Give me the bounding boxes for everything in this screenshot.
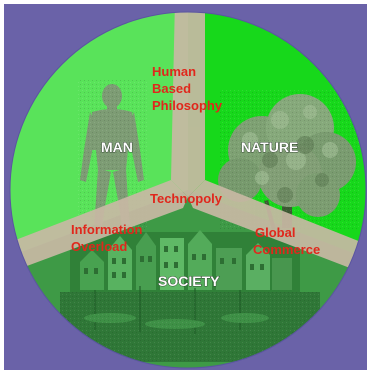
- divider-bands: [10, 12, 366, 276]
- overlap-label-global: Global: [255, 225, 295, 240]
- center-label-technopoly: Technopoly: [150, 191, 223, 206]
- overlap-label-overload: Overload: [71, 239, 127, 254]
- overlap-label-commerce: Commerce: [253, 242, 320, 257]
- overlap-label-human: Human: [152, 64, 196, 79]
- circle-outline: [9, 11, 367, 369]
- overlap-label-based: Based: [152, 81, 191, 96]
- segment-label-society: SOCIETY: [158, 273, 220, 289]
- segment-label-nature: NATURE: [241, 139, 298, 155]
- overlap-label-philosophy: Philosophy: [152, 98, 223, 113]
- overlap-label-information: Information: [71, 222, 143, 237]
- segment-label-man: MAN: [101, 139, 133, 155]
